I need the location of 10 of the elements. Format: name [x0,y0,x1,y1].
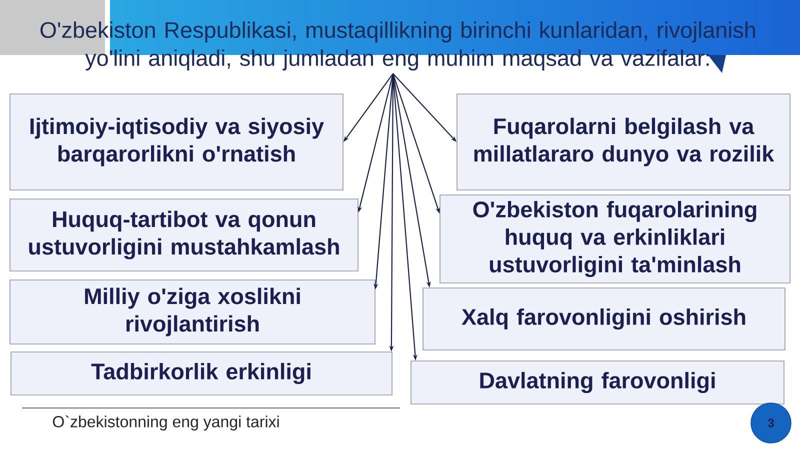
text-box: Ijtimoiy-iqtisodiy va siyosiy barqarorlikni o'rnatish [10,94,344,190]
text-box: Xalq farovonligini oshirish [422,288,786,350]
text-box: Huquq-tartibot va qonun ustuvorligini mustahkamlash [10,198,358,272]
text-box: Fuqarolarni belgilash va millatlararo dunyo va rozilik [456,94,790,190]
text-box: Tadbirkorlik erkinligi [10,352,392,396]
page-number-badge: 3 [750,402,792,444]
text-box: Davlatning farovonligi [410,360,784,404]
text-box: O'zbekiston fuqarolarining huquq va erkinliklari ustuvorligini ta'minlash [440,194,790,284]
footer-text: O`zbekistonning eng yangi tarixi [52,415,279,431]
text-box: Milliy o'ziga xoslikni rivojlantirish [10,280,376,344]
